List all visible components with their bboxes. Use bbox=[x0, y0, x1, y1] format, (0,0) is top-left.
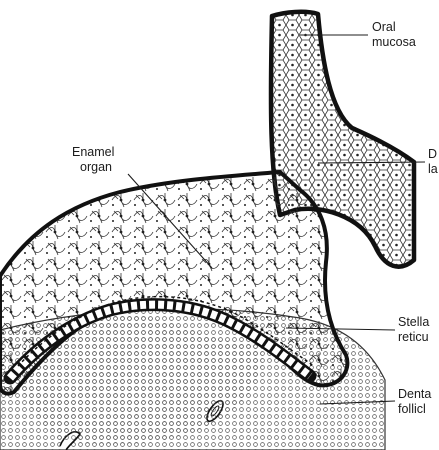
label-enamel-organ: Enamel organ bbox=[72, 145, 118, 174]
label-dental-lamina: D la bbox=[428, 147, 439, 176]
label-stellate-reticulum: Stella reticu bbox=[398, 315, 433, 344]
label-oral-mucosa: Oral mucosa bbox=[372, 20, 416, 49]
label-dental-follicle: Denta follicl bbox=[398, 387, 435, 416]
